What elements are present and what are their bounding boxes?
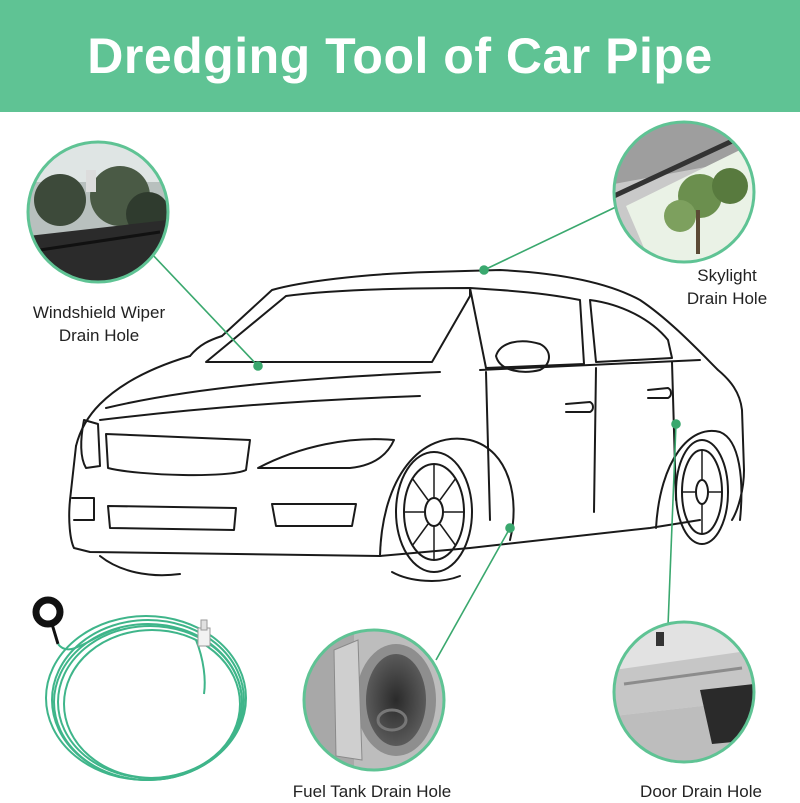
skylight-label-line1: Skylight (697, 266, 757, 285)
dredging-tool-cable (32, 596, 247, 781)
wheel-spokes (404, 450, 722, 560)
windshield-wiper-label-line2: Drain Hole (58, 326, 140, 345)
skylight-label-line2: Drain Hole (686, 289, 768, 308)
door-label: Door Drain Hole (640, 782, 762, 801)
windshield-wiper-label-line1: Windshield Wiper (32, 303, 166, 322)
skylight-label: Skylight Drain Hole (672, 264, 782, 310)
door-callout (612, 620, 756, 764)
fuel-tank-label: Fuel Tank Drain Hole (292, 782, 452, 801)
windshield-wiper-callout (26, 140, 170, 284)
fuel-tank-callout (302, 628, 446, 772)
car-outline (68, 269, 745, 582)
leader-lines (149, 205, 681, 661)
windshield-wiper-label: Windshield Wiper Drain Hole (18, 301, 180, 347)
title-banner: Dredging Tool of Car Pipe (0, 0, 800, 112)
page-title: Dredging Tool of Car Pipe (87, 28, 713, 84)
skylight-callout (612, 120, 756, 264)
